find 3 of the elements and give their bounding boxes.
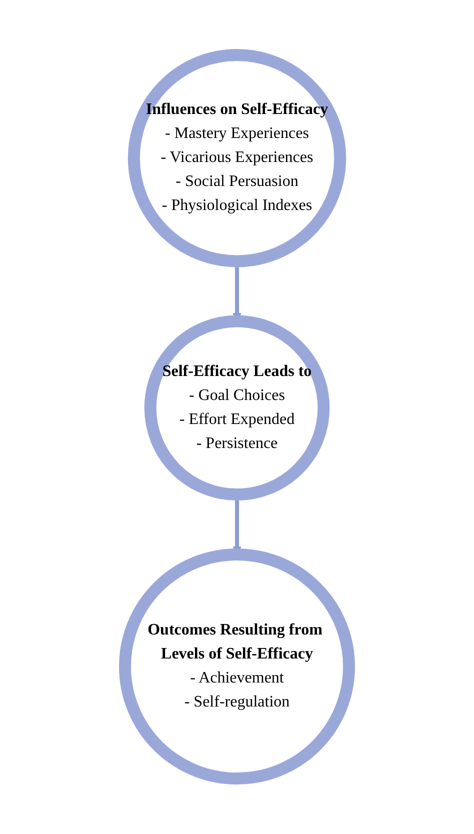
node-circle: Self-Efficacy Leads to - Goal Choices - Effort Expended - Persistence xyxy=(144,315,330,501)
node-circle: Outcomes Resulting from Levels of Self-Efficacy - Achievement - Self-regulation xyxy=(119,548,355,785)
node-circle: Influences on Self-Efficacy - Mastery Experiences - Vicarious Experiences - Social Persuasion - Physiological Indexes xyxy=(128,49,346,268)
